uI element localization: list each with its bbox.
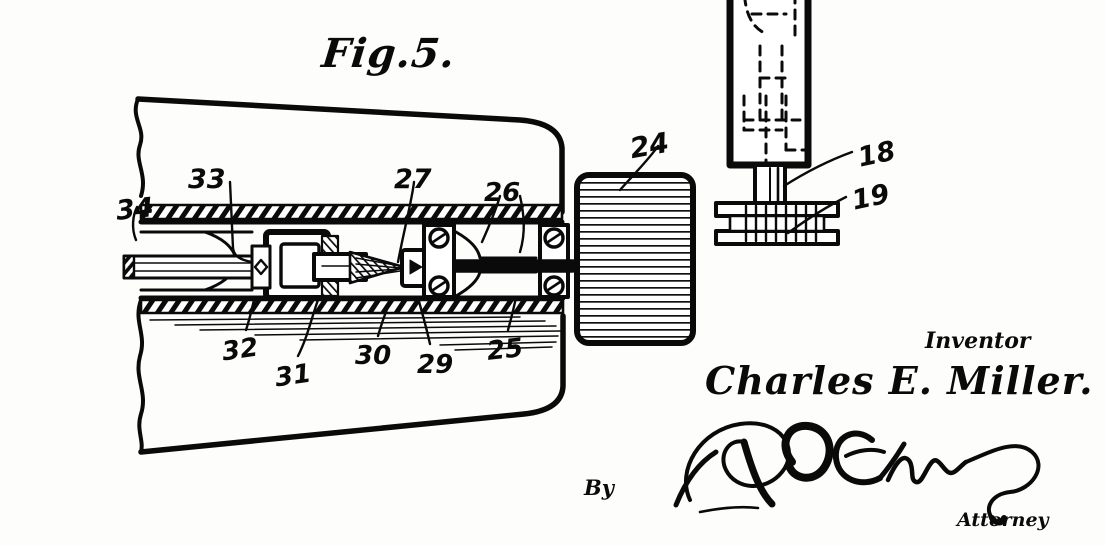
reference-numeral-34: 34: [114, 192, 156, 227]
reference-numeral-26: 26: [484, 178, 521, 208]
attorney-label: Attorney: [957, 509, 1049, 531]
figure-title: Fig.5.: [319, 30, 458, 77]
reference-numeral-27: 27: [394, 164, 432, 195]
reference-numeral-29: 29: [417, 350, 454, 380]
vertical-housing: [726, 0, 812, 169]
reference-numeral-31: 31: [273, 358, 314, 394]
reference-numeral-32: 32: [220, 332, 261, 368]
reference-numeral-19: 19: [849, 178, 893, 217]
by-label: By: [584, 475, 614, 500]
mid-bolt-bracket: [422, 223, 456, 299]
inventor-label: Inventor: [925, 328, 1031, 354]
shaft-18: [753, 163, 787, 207]
spool-19: [714, 201, 840, 246]
component-24-block: [574, 172, 696, 346]
actuating-rod: [122, 254, 268, 280]
hidden-lines: [742, 0, 808, 164]
reference-numeral-24: 24: [627, 125, 672, 166]
inventor-name: Charles E. Miller.: [705, 358, 1094, 403]
reference-numeral-30: 30: [355, 341, 392, 371]
lower-structural-band: [138, 295, 566, 315]
reference-numeral-25: 25: [485, 333, 525, 367]
main-body-outline: [133, 96, 566, 455]
leader-lines: [131, 144, 854, 358]
reference-numeral-18: 18: [855, 135, 899, 174]
attorney-signature-flourish: [673, 421, 1041, 526]
left-mounting-plate: [250, 244, 272, 290]
reference-numeral-33: 33: [188, 164, 226, 195]
